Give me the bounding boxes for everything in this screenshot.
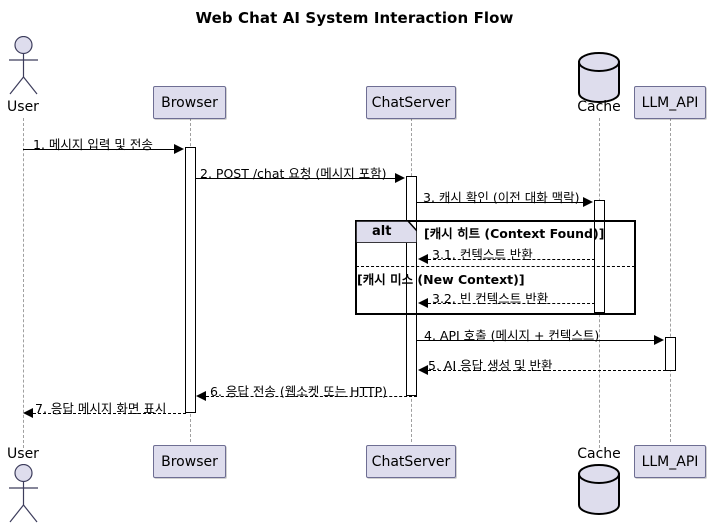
message-3-line: [417, 202, 583, 203]
actor-user-bottom-label: User: [7, 446, 39, 462]
participant-llmapi-top[interactable]: LLM_API: [634, 86, 706, 119]
message-5-label: 5. AI 응답 생성 및 반환: [428, 358, 553, 373]
database-cache-top[interactable]: [576, 52, 622, 104]
activation-chatserver: [406, 176, 417, 396]
message-1-line: [23, 149, 175, 150]
message-3-2-arrowhead: [418, 298, 428, 308]
participant-llmapi-bottom[interactable]: LLM_API: [634, 445, 706, 478]
actor-user-bottom[interactable]: [5, 464, 42, 526]
alt-fragment-frame: [355, 220, 636, 315]
alt-guard-condition-2: [캐시 미스 (New Context)]: [357, 272, 525, 287]
message-3-1-line: [428, 259, 595, 260]
message-1-arrowhead: [174, 144, 184, 154]
message-2-arrowhead: [395, 173, 405, 183]
participant-llmapi-top-label: LLM_API: [641, 94, 699, 111]
actor-user-top-label: User: [7, 99, 39, 115]
actor-user-top[interactable]: [5, 36, 42, 98]
activation-cache: [594, 200, 605, 313]
lifeline-user: [23, 118, 24, 448]
participant-browser-top-label: Browser: [161, 94, 218, 111]
participant-browser-top[interactable]: Browser: [153, 86, 226, 119]
message-4-label: 4. API 호출 (메시지 + 컨텍스트): [424, 328, 600, 343]
message-6-arrowhead: [196, 391, 206, 401]
message-3-2-label: 3.2. 빈 컨텍스트 반환: [432, 291, 549, 306]
participant-chatserver-top[interactable]: ChatServer: [366, 86, 456, 119]
message-2-line: [196, 178, 396, 179]
message-3-2-line: [428, 303, 595, 304]
message-6-label: 6. 응답 전송 (웹소켓 또는 HTTP): [210, 384, 388, 399]
message-7-arrowhead: [23, 408, 33, 418]
database-cache-bottom-label: Cache: [577, 446, 621, 462]
participant-chatserver-bottom[interactable]: ChatServer: [366, 445, 456, 478]
alt-fragment-tab-label: alt: [372, 224, 392, 239]
message-3-1-arrowhead: [418, 254, 428, 264]
message-3-1-label: 3.1. 컨텍스트 반환: [432, 247, 533, 262]
database-cache-top-label: Cache: [577, 99, 621, 115]
participant-chatserver-top-label: ChatServer: [371, 94, 451, 111]
message-2-label: 2. POST /chat 요청 (메시지 포함): [200, 166, 387, 181]
message-3-arrowhead: [583, 197, 593, 207]
message-1-label: 1. 메시지 입력 및 전송: [33, 137, 153, 152]
lifeline-llmapi: [670, 118, 671, 442]
database-cache-bottom[interactable]: [576, 464, 622, 516]
alt-fragment-tab: [356, 221, 417, 243]
message-6-line: [206, 396, 417, 397]
participant-chatserver-bottom-label: ChatServer: [371, 453, 451, 470]
alt-fragment-separator: [356, 266, 635, 267]
activation-llmapi: [665, 337, 676, 371]
message-7-line: [33, 413, 186, 414]
alt-guard-condition-1: [캐시 히트 (Context Found)]: [424, 226, 605, 241]
message-5-line: [428, 370, 666, 371]
participant-browser-bottom[interactable]: Browser: [153, 445, 226, 478]
message-7-label: 7. 응답 메시지 화면 표시: [35, 401, 167, 416]
diagram-title: Web Chat AI System Interaction Flow: [195, 9, 514, 27]
participant-browser-bottom-label: Browser: [161, 453, 218, 470]
message-3-label: 3. 캐시 확인 (이전 대화 맥락): [423, 190, 580, 205]
message-4-arrowhead: [654, 335, 664, 345]
activation-browser: [185, 147, 196, 413]
message-5-arrowhead: [418, 365, 428, 375]
message-4-line: [417, 340, 654, 341]
participant-llmapi-bottom-label: LLM_API: [641, 453, 699, 470]
